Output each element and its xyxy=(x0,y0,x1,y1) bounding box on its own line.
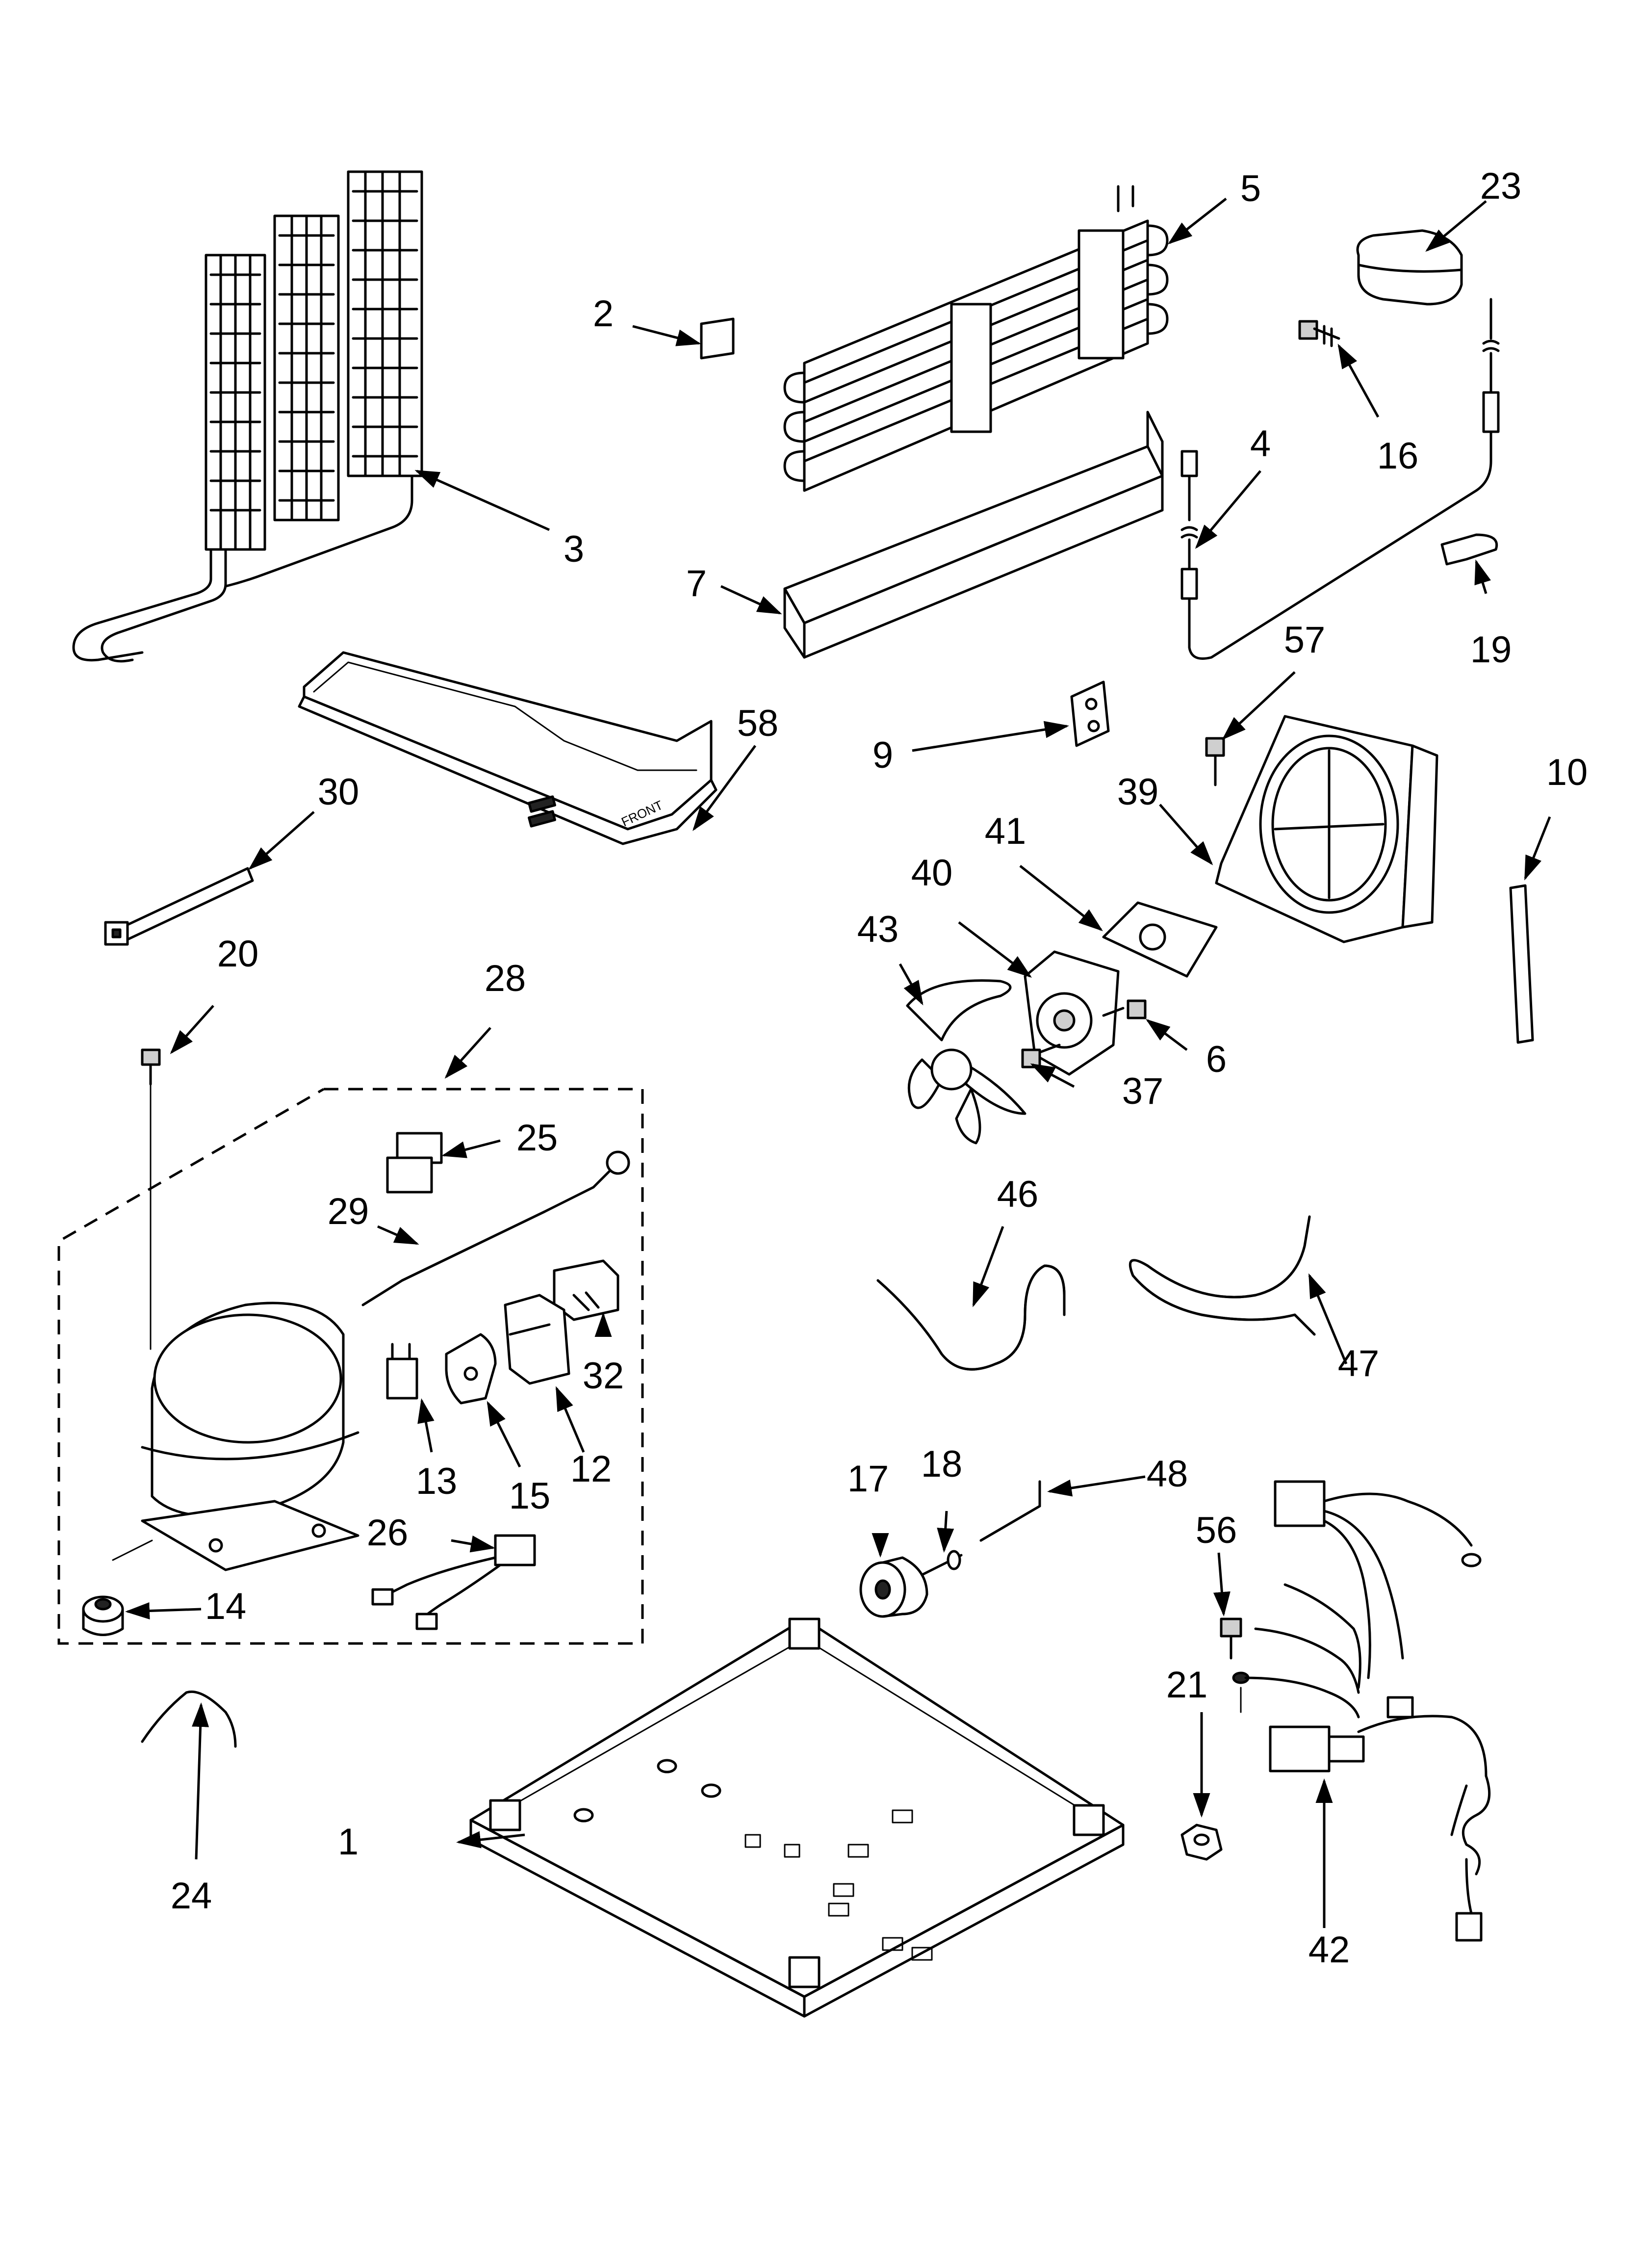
callout-37: 37 xyxy=(1122,1070,1164,1112)
callout-6: 6 xyxy=(1206,1039,1227,1080)
nut xyxy=(1180,1824,1223,1861)
spring-clip xyxy=(141,1690,237,1748)
drier xyxy=(361,1150,630,1306)
callout-9: 9 xyxy=(872,734,893,776)
connector xyxy=(386,1132,443,1194)
callout-32: 32 xyxy=(583,1355,624,1397)
wire-harness-small xyxy=(371,1534,536,1630)
tube-b xyxy=(1129,1215,1316,1336)
callout-41: 41 xyxy=(985,810,1026,852)
compressor-kit-boundary xyxy=(57,1088,644,1645)
callout-19: 19 xyxy=(1470,629,1512,671)
callout-labels: 1 2 3 4 5 6 7 9 10 12 13 14 15 16 17 18 … xyxy=(171,165,1588,1971)
callout-7: 7 xyxy=(686,563,707,604)
cover xyxy=(1356,229,1463,306)
callout-57: 57 xyxy=(1284,619,1326,661)
drain-pan: FRONT xyxy=(298,651,718,845)
callout-18: 18 xyxy=(921,1443,963,1485)
callout-21: 21 xyxy=(1166,1664,1208,1706)
screw xyxy=(1298,320,1340,347)
callout-56: 56 xyxy=(1196,1510,1237,1551)
start-relay xyxy=(445,1333,497,1405)
ground-screw xyxy=(1220,1617,1250,1713)
callout-24: 24 xyxy=(171,1875,212,1917)
compressor-screw xyxy=(141,1048,161,1350)
fan-motor xyxy=(1024,950,1120,1076)
condenser-coil xyxy=(72,170,423,663)
motor-screw xyxy=(1102,999,1147,1019)
callout-40: 40 xyxy=(911,852,953,894)
tube-c xyxy=(979,1480,1041,1542)
strip xyxy=(1509,884,1534,1044)
callout-26: 26 xyxy=(367,1512,409,1554)
callout-17: 17 xyxy=(847,1458,889,1500)
callout-30: 30 xyxy=(318,771,359,813)
callout-12: 12 xyxy=(570,1448,612,1490)
callout-23: 23 xyxy=(1480,165,1522,207)
callout-5: 5 xyxy=(1240,168,1261,209)
axle-pin xyxy=(921,1550,963,1576)
cable-tie xyxy=(104,867,254,946)
clip xyxy=(1440,533,1498,566)
callout-1: 1 xyxy=(338,1821,359,1863)
compressor xyxy=(141,1302,359,1571)
callout-3: 3 xyxy=(564,528,584,570)
evaporator xyxy=(783,185,1169,492)
shroud-screw xyxy=(1205,737,1225,786)
leader-lines xyxy=(125,198,1551,1928)
callout-20: 20 xyxy=(217,933,259,975)
motor-bracket xyxy=(1102,901,1218,978)
callout-13: 13 xyxy=(416,1460,458,1502)
roller xyxy=(859,1556,928,1618)
bracket xyxy=(1070,680,1110,747)
callout-14: 14 xyxy=(205,1586,247,1627)
callout-46: 46 xyxy=(997,1173,1039,1215)
callout-42: 42 xyxy=(1308,1929,1350,1971)
callout-43: 43 xyxy=(857,909,899,950)
relay-cover xyxy=(504,1294,570,1385)
label-tag xyxy=(700,317,735,360)
grommet xyxy=(82,1539,153,1636)
wire-harness xyxy=(1244,1480,1491,1942)
callout-48: 48 xyxy=(1147,1453,1188,1495)
base-frame xyxy=(469,1617,1125,2018)
callout-15: 15 xyxy=(509,1475,551,1517)
callout-29: 29 xyxy=(328,1191,369,1232)
callout-2: 2 xyxy=(593,293,614,335)
fan-blade xyxy=(906,979,1026,1145)
callout-4: 4 xyxy=(1250,423,1271,465)
callout-28: 28 xyxy=(485,958,526,999)
fan-shroud xyxy=(1215,715,1438,943)
callout-25: 25 xyxy=(516,1117,558,1159)
callout-58: 58 xyxy=(737,703,779,744)
evaporator-tray xyxy=(783,411,1164,659)
callout-16: 16 xyxy=(1377,435,1419,477)
thermistor xyxy=(1180,298,1500,660)
callout-39: 39 xyxy=(1117,771,1159,813)
callout-10: 10 xyxy=(1546,752,1588,793)
tube-a xyxy=(876,1264,1066,1371)
overload-clip xyxy=(386,1343,418,1400)
capacitor xyxy=(553,1259,619,1321)
callout-47: 47 xyxy=(1338,1343,1380,1384)
